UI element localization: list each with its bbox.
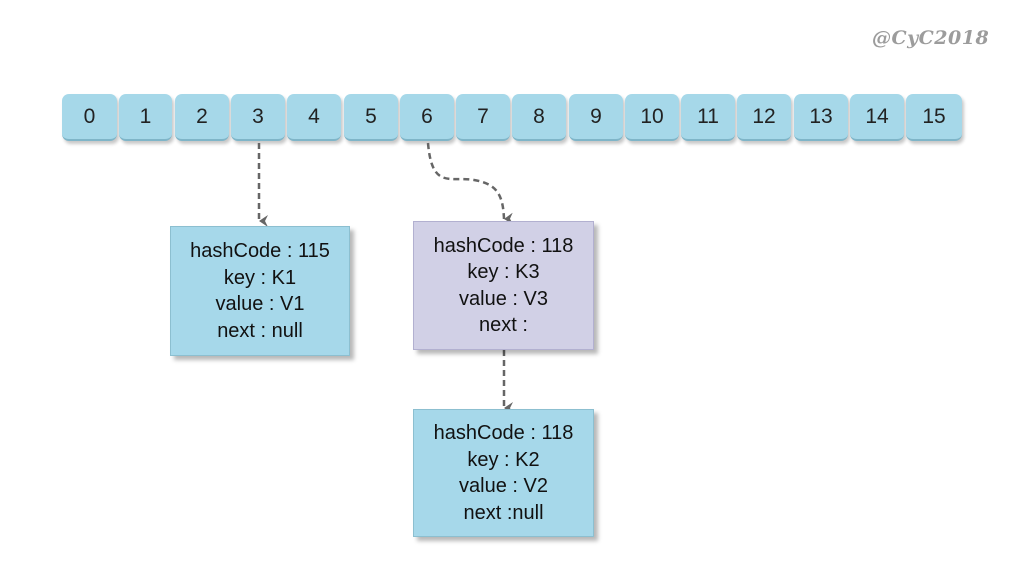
node-value: value : V1: [215, 293, 305, 315]
watermark: @CyC2018: [872, 27, 990, 49]
bucket-14: 14: [850, 94, 904, 141]
bucket-array: 0 1 2 3 4 5 6 7 8 9 10 11 12 13 14 15: [62, 94, 962, 143]
node-key: key : K3: [467, 261, 540, 283]
bucket-1: 1: [119, 94, 172, 141]
node-next: next : null: [217, 319, 303, 342]
node-k1: hashCode : 115 key : K1 value : V1 next …: [170, 226, 350, 356]
arrow-bucket6-to-node-k3: [426, 142, 514, 225]
bucket-15: 15: [906, 94, 962, 141]
node-k2: hashCode : 118 key : K2 value : V2 next …: [413, 409, 594, 537]
bucket-3: 3: [231, 94, 285, 141]
node-k3: hashCode : 118 key : K3 value : V3 next …: [413, 221, 594, 350]
bucket-13: 13: [794, 94, 848, 141]
node-hashcode: hashCode : 115: [190, 240, 330, 262]
bucket-11: 11: [681, 94, 735, 141]
node-key: key : K2: [467, 448, 540, 471]
node-next: next :: [479, 314, 528, 336]
node-hashcode: hashCode : 118: [433, 234, 574, 257]
bucket-5: 5: [344, 94, 398, 141]
node-hashcode: hashCode : 118: [433, 422, 574, 444]
node-value: value : V2: [459, 475, 548, 497]
bucket-6: 6: [400, 94, 454, 141]
bucket-2: 2: [175, 94, 229, 141]
bucket-12: 12: [737, 94, 791, 141]
node-value: value : V3: [459, 287, 548, 310]
node-key: key : K1: [223, 266, 297, 289]
bucket-7: 7: [456, 94, 510, 141]
bucket-8: 8: [512, 94, 566, 141]
bucket-4: 4: [287, 94, 341, 141]
bucket-10: 10: [625, 94, 679, 141]
bucket-0: 0: [62, 94, 117, 141]
bucket-9: 9: [569, 94, 623, 141]
node-next: next :null: [463, 501, 544, 524]
